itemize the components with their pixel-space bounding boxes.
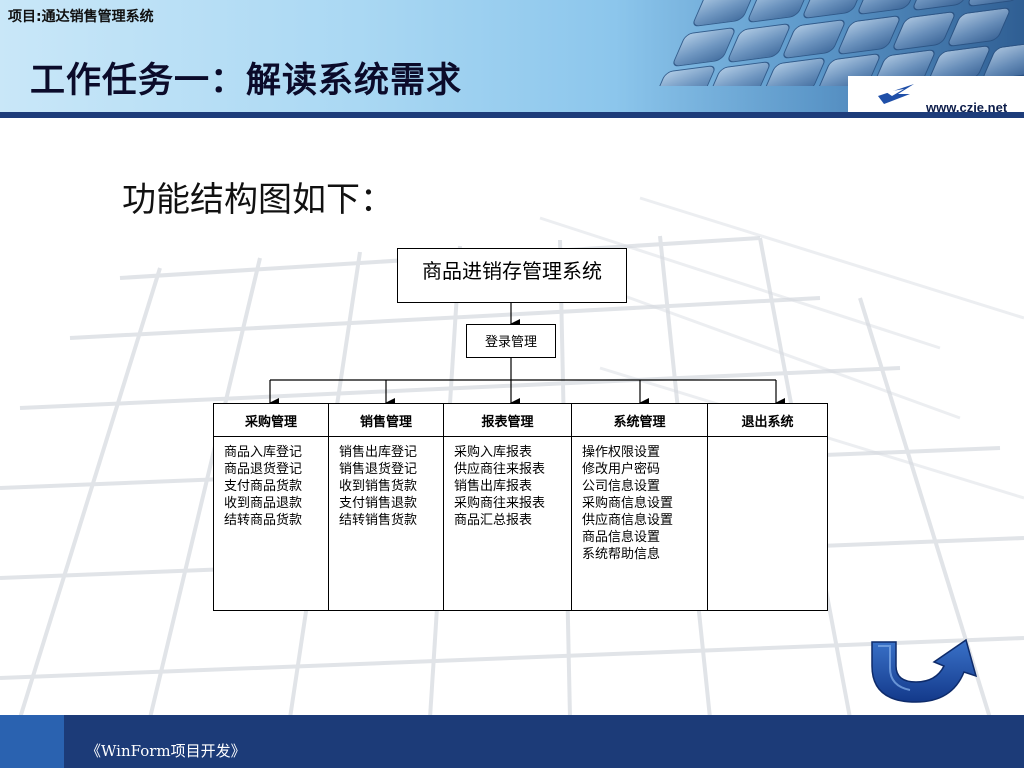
module-item: 采购入库报表 xyxy=(454,445,533,460)
footer-bar xyxy=(0,715,1024,768)
logo-panel xyxy=(848,76,1024,112)
module-item: 操作权限设置 xyxy=(582,445,661,460)
module-header-system: 系统管理 xyxy=(571,403,708,437)
module-item: 商品退货登记 xyxy=(224,462,303,477)
project-label: 项目:通达销售管理系统 xyxy=(8,9,154,25)
module-item: 公司信息设置 xyxy=(582,479,661,494)
module-header-sales: 销售管理 xyxy=(328,403,444,437)
module-items-exit xyxy=(707,436,828,611)
diagram-modules-table: 采购管理 销售管理 报表管理 系统管理 退出系统 商品入库登记 商品退货登记 支… xyxy=(213,403,828,611)
module-item: 修改用户密码 xyxy=(582,462,661,477)
module-item: 商品汇总报表 xyxy=(454,513,533,528)
footer-label: 《WinForm项目开发》 xyxy=(86,742,246,760)
modules-items-row: 商品入库登记 商品退货登记 支付商品货款 收到商品退款 结转商品货款 销售出库登… xyxy=(213,436,828,611)
subtitle: 功能结构图如下： xyxy=(122,180,394,220)
u-turn-return-arrow-icon[interactable] xyxy=(866,636,1006,704)
module-header-purchase: 采购管理 xyxy=(213,403,329,437)
module-item: 采购商往来报表 xyxy=(454,496,546,511)
modules-header-row: 采购管理 销售管理 报表管理 系统管理 退出系统 xyxy=(213,403,828,437)
module-item: 支付商品货款 xyxy=(224,479,303,494)
module-item: 销售出库登记 xyxy=(339,445,418,460)
module-item: 结转商品货款 xyxy=(224,513,303,528)
module-items-purchase: 商品入库登记 商品退货登记 支付商品货款 收到商品退款 结转商品货款 xyxy=(213,436,329,611)
module-item: 销售退货登记 xyxy=(339,462,418,477)
module-item: 收到销售货款 xyxy=(339,479,418,494)
module-item: 支付销售退款 xyxy=(339,496,418,511)
module-header-exit: 退出系统 xyxy=(707,403,828,437)
site-url[interactable]: www.czie.net xyxy=(926,100,1008,115)
module-item: 结转销售货款 xyxy=(339,513,418,528)
module-items-system: 操作权限设置 修改用户密码 公司信息设置 采购商信息设置 供应商信息设置 商品信… xyxy=(571,436,708,611)
page-title: 工作任务一：解读系统需求 xyxy=(30,61,463,101)
czie-logo-icon xyxy=(872,83,914,107)
module-item: 商品入库登记 xyxy=(224,445,303,460)
module-header-reports: 报表管理 xyxy=(443,403,572,437)
footer-accent-tab xyxy=(0,715,64,768)
header-stripe xyxy=(0,112,1024,118)
diagram-login-node: 登录管理 xyxy=(466,324,556,358)
keyboard-decoration xyxy=(640,0,1024,86)
module-item: 销售出库报表 xyxy=(454,479,533,494)
module-items-sales: 销售出库登记 销售退货登记 收到销售货款 支付销售退款 结转销售货款 xyxy=(328,436,444,611)
module-item: 供应商往来报表 xyxy=(454,462,546,477)
header-band xyxy=(0,0,1024,118)
module-item: 采购商信息设置 xyxy=(582,496,674,511)
module-item: 收到商品退款 xyxy=(224,496,303,511)
module-item: 商品信息设置 xyxy=(582,530,661,545)
diagram-root-node: 商品进销存管理系统 xyxy=(397,248,627,303)
module-items-reports: 采购入库报表 供应商往来报表 销售出库报表 采购商往来报表 商品汇总报表 xyxy=(443,436,572,611)
module-item: 供应商信息设置 xyxy=(582,513,674,528)
module-item: 系统帮助信息 xyxy=(582,547,661,562)
